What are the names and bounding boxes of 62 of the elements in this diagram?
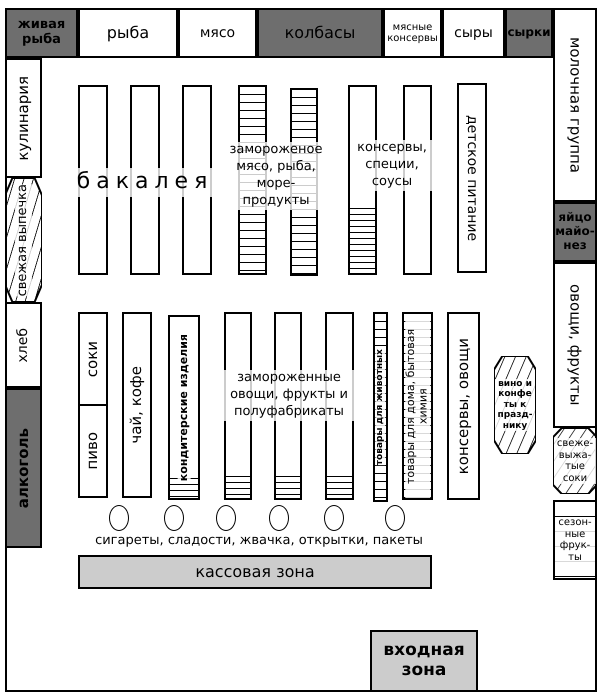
shelf-group-label: замороженое мясо, рыба, море-продукты — [228, 142, 324, 210]
shelf-section — [78, 8, 178, 58]
department-name: яйцо майо-нез — [555, 211, 595, 253]
department-area — [257, 8, 383, 58]
department-name: кулинария — [14, 76, 32, 160]
department-name: сырки — [507, 26, 551, 40]
department-name: чай, кофе — [128, 366, 146, 444]
department-name: живая рыба — [16, 18, 66, 48]
shelf-section — [78, 312, 108, 406]
display-stand — [494, 356, 536, 454]
department-area — [78, 555, 432, 589]
shelf-section — [178, 8, 257, 58]
shelf-group-label: замороженные овощи, фрукты и полуфабрикаты — [222, 370, 356, 421]
cashier-circle — [385, 505, 405, 531]
department-name: кассовая зона — [195, 562, 315, 582]
department-name: алкоголь — [14, 428, 32, 508]
department-name: пиво — [84, 432, 102, 470]
shelf-group-label: бакалея — [76, 168, 214, 197]
department-name: детское питание — [464, 114, 480, 242]
department-name: товары для животных — [375, 348, 386, 466]
shelf-section — [447, 312, 480, 500]
cashier-circle — [269, 505, 289, 531]
checkout-goods-label: сигареты, сладости, жвачка, открытки, пакеты — [94, 533, 424, 549]
department-area — [5, 388, 42, 548]
department-name: кондитерские изделия — [178, 334, 190, 482]
cashier-circle — [164, 505, 184, 531]
department-name: сезон-ные фрук-ты — [555, 517, 595, 563]
department-name: соки — [84, 340, 102, 378]
cashier-circle — [109, 505, 129, 531]
department-area — [505, 8, 553, 58]
display-stand — [5, 178, 42, 302]
department-name: овощи, фрукты — [566, 284, 584, 406]
cashier-circle — [324, 505, 344, 531]
display-stand — [553, 428, 597, 494]
department-name: вино и конфеты к празд-нику — [495, 379, 535, 431]
department-name: свежая выпечка — [15, 184, 32, 296]
shelf-section — [383, 8, 442, 58]
shelf-section — [78, 404, 108, 498]
department-area — [553, 202, 597, 262]
department-name: хлеб — [15, 328, 32, 362]
shelf-section — [442, 8, 505, 58]
shelf-section — [5, 58, 42, 178]
shelf-section — [457, 83, 487, 273]
department-name: свеже-выжа-тые соки — [554, 438, 596, 484]
shelf-section — [122, 312, 152, 498]
shelf-section — [553, 8, 597, 202]
shelf-section — [553, 262, 597, 428]
shelf-section — [553, 500, 597, 580]
shelf-section — [373, 312, 388, 502]
department-area — [5, 8, 78, 58]
department-name: молочная группа — [566, 37, 584, 173]
shelf-section — [168, 315, 200, 500]
department-name: сыры — [454, 24, 493, 42]
department-name: мясные консервы — [386, 22, 439, 44]
department-name: входная зона — [382, 641, 466, 681]
shelf-section — [5, 302, 42, 388]
department-name: мясо — [200, 24, 236, 42]
cashier-circle — [216, 505, 236, 531]
department-name: консервы, овощи — [454, 338, 472, 474]
department-name: колбасы — [284, 24, 356, 42]
department-area — [370, 630, 478, 692]
department-name: рыба — [106, 24, 150, 42]
